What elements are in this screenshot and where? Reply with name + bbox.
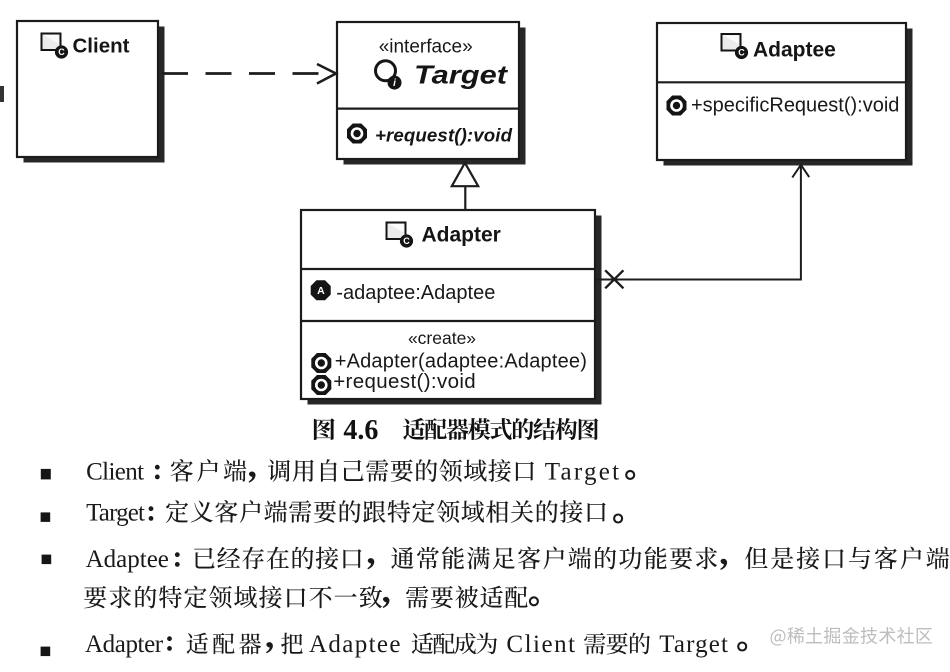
svg-text:@稀土掘金技术社区: @稀土掘金技术社区 — [770, 623, 934, 649]
svg-text:Target: Target — [414, 60, 509, 90]
svg-text:«interface»: «interface» — [379, 36, 473, 57]
svg-text:A: A — [317, 285, 325, 297]
svg-text:+request():void: +request():void — [375, 125, 513, 146]
svg-text:+specificRequest():void: +specificRequest():void — [691, 95, 899, 117]
svg-text:i: i — [393, 78, 396, 89]
svg-text:4.6: 4.6 — [343, 415, 378, 446]
svg-text:«create»: «create» — [408, 328, 476, 348]
svg-text:Client: Client — [73, 34, 130, 57]
svg-text:Adaptee: Adaptee — [753, 39, 836, 62]
svg-text:+Adapter(adaptee:Adaptee): +Adapter(adaptee:Adaptee) — [335, 351, 587, 373]
svg-text:Adapter: Adapter — [422, 224, 501, 247]
svg-text:+request():void: +request():void — [333, 370, 476, 393]
svg-text:-adaptee:Adaptee: -adaptee:Adaptee — [336, 282, 495, 304]
